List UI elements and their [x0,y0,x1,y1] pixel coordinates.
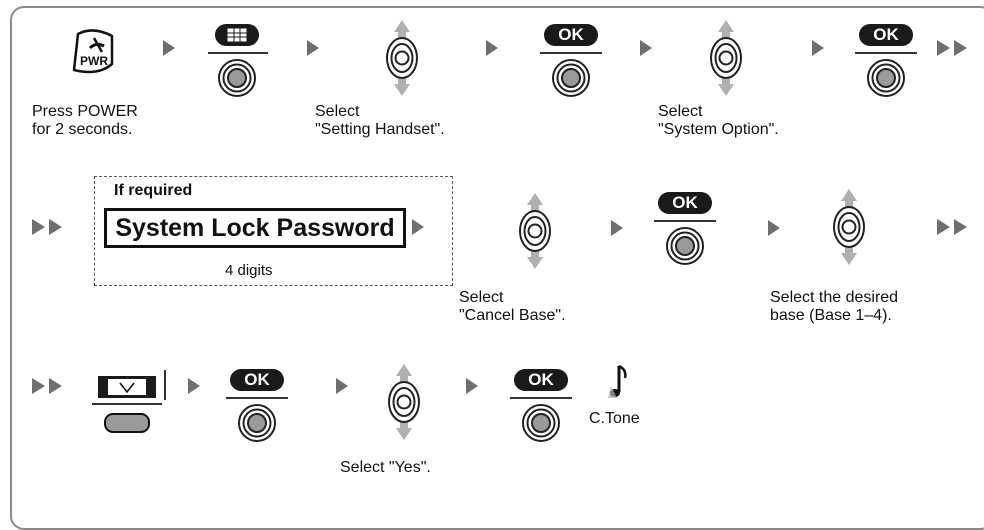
navigator-key-icon [515,193,555,269]
navigator-key-icon [706,20,746,96]
key-divider [855,52,917,54]
navigator-key-icon [384,364,424,440]
ok-key-icon: OK [544,24,598,46]
instruction-press-power-line1: Press POWER [32,103,138,120]
power-key-label: PWR [80,54,108,68]
instruction-select-cancel-line2: "Cancel Base". [459,307,566,324]
flow-arrow [307,40,319,56]
menu-key-icon [215,24,259,46]
instruction-select-handset-line1: Select [315,103,360,120]
instruction-select-base-line1: Select the desired [770,289,899,306]
key-divider [510,397,572,399]
soft-key-display [98,376,156,398]
joystick-button-icon [665,226,705,266]
instruction-press-power-line2: for 2 seconds. [32,121,133,138]
flow-arrow [188,378,200,394]
soft-key-icon [104,413,150,433]
ok-key-icon: OK [514,369,568,391]
joystick-button-icon [866,58,906,98]
continue-arrow-icon [937,219,973,235]
power-key-icon: PWR [72,29,114,74]
instruction-select-yes: Select "Yes". [340,459,431,476]
digits-note: 4 digits [225,262,273,279]
check-mark-icon [119,382,135,394]
optional-step-box [94,176,453,286]
joystick-button-icon [521,403,561,443]
instruction-select-option-line2: "System Option". [658,121,779,138]
continue-arrow-icon [32,219,68,235]
joystick-button-icon [217,58,257,98]
flow-arrow [412,219,424,235]
flow-arrow [812,40,824,56]
if-required-label: If required [114,182,193,199]
key-divider [540,52,602,54]
instruction-select-cancel-line1: Select [459,289,504,306]
confirmation-tone-label: C.Tone [589,410,640,427]
continue-arrow-icon [32,378,68,394]
instruction-select-handset-line2: "Setting Handset". [315,121,445,138]
flow-arrow [466,378,478,394]
password-entry-box: System Lock Password [104,208,406,248]
flow-arrow [486,40,498,56]
flow-arrow [611,220,623,236]
confirmation-tone-icon [608,364,627,398]
flow-arrow [640,40,652,56]
flow-arrow [768,220,780,236]
key-divider [654,220,716,222]
joystick-button-icon [551,58,591,98]
key-divider [92,403,162,405]
ok-key-icon: OK [230,369,284,391]
navigator-key-icon [382,20,422,96]
joystick-button-icon [237,403,277,443]
ok-key-icon: OK [658,192,712,214]
instruction-select-option-line1: Select [658,103,703,120]
ok-key-icon: OK [859,24,913,46]
key-divider [208,52,268,54]
continue-arrow-icon [937,40,973,56]
flow-arrow [336,378,348,394]
flow-arrow [163,40,175,56]
instruction-select-base-line2: base (Base 1–4). [770,307,892,324]
navigator-key-icon [829,189,869,265]
key-divider [226,397,288,399]
key-separator [164,370,166,400]
